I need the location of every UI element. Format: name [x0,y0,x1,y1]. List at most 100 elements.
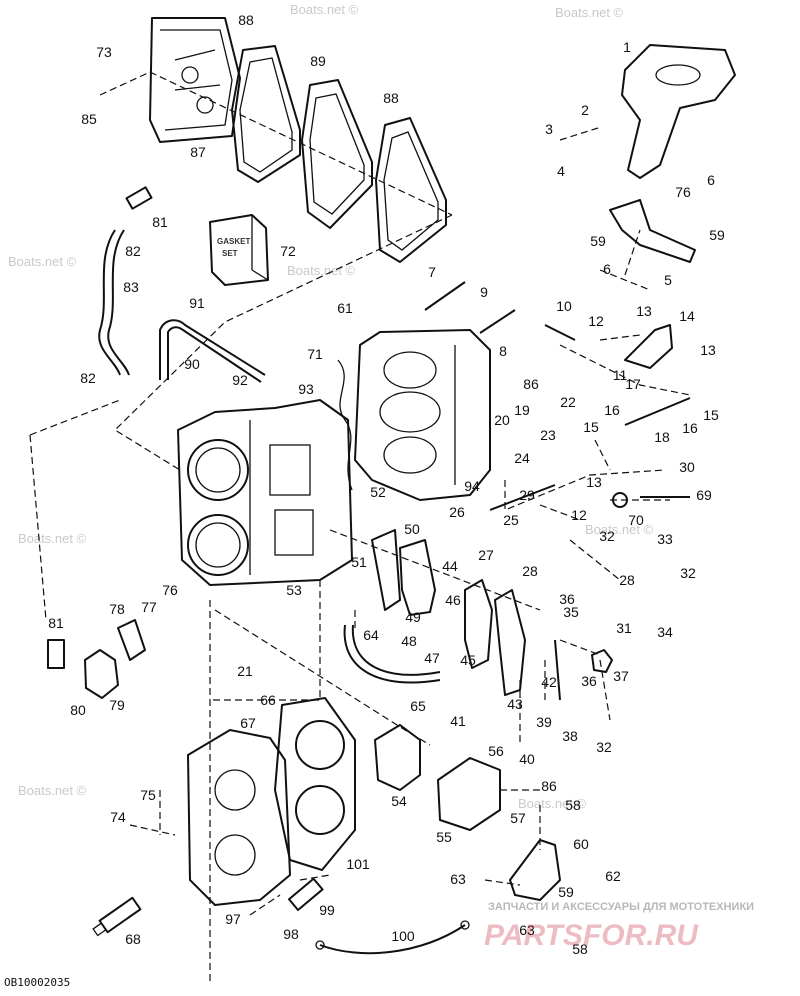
plate-44 [494,589,526,696]
plate-89 [301,79,373,229]
fitting-81-top [125,186,153,210]
callout-59: 59 [709,227,725,243]
gasket-set-box-72: GASKET SET [209,214,269,286]
bolt-10 [544,324,576,341]
callout-99: 99 [319,902,335,918]
callout-23: 23 [540,427,556,443]
exhaust-cover-87 [149,17,241,143]
callout-6: 6 [707,172,715,188]
callout-60: 60 [573,836,589,852]
callout-20: 20 [494,412,510,428]
callout-93: 93 [298,381,314,397]
cover-54 [374,724,421,791]
watermark-1: Boats.net © [290,2,359,17]
callout-75: 75 [140,787,156,803]
cylinder-block-53 [177,399,353,586]
callout-70: 70 [628,512,644,528]
bracket-60 [509,839,561,901]
callout-21: 21 [237,663,253,679]
callout-87: 87 [190,144,206,160]
callout-13: 13 [586,474,602,490]
watermark-2: Boats.net © [555,5,624,20]
thermo-switch-99 [288,877,324,912]
callout-77: 77 [141,599,157,615]
callout-3: 3 [545,121,553,137]
cover-55 [437,757,501,831]
callout-12: 12 [571,507,587,523]
callout-49: 49 [405,609,421,625]
callout-26: 26 [449,504,465,520]
callout-76: 76 [162,582,178,598]
callout-82: 82 [125,243,141,259]
callout-13: 13 [636,303,652,319]
hose-65 [343,624,441,684]
callout-36: 36 [559,591,575,607]
callout-24: 24 [514,450,530,466]
callout-6: 6 [603,261,611,277]
callout-18: 18 [654,429,670,445]
callout-47: 47 [424,650,440,666]
callout-10: 10 [556,298,572,314]
callout-88: 88 [383,90,399,106]
callout-81: 81 [152,214,168,230]
bolt-8 [479,309,516,334]
arm-45 [464,579,493,669]
callout-53: 53 [286,582,302,598]
spark-plug-68 [92,896,142,937]
brand-watermark: ЗАПЧАСТИ И АКСЕССУАРЫ ДЛЯ МОТОТЕХНИКИ PA… [484,901,754,952]
callout-11: 11 [613,367,628,383]
callout-1: 1 [623,39,631,55]
shaft-42 [554,639,561,701]
callout-59: 59 [558,884,574,900]
callout-31: 31 [616,620,632,636]
gasket-88-right [375,117,447,263]
callout-27: 27 [478,547,494,563]
callout-13: 13 [700,342,716,358]
gasket-box-line-2: SET [222,249,238,258]
gasket-88-left [231,45,301,183]
lever-14 [624,324,673,369]
callout-81: 81 [48,615,64,631]
callout-28: 28 [619,572,635,588]
callout-33: 33 [657,531,673,547]
callout-86: 86 [523,376,539,392]
callout-86: 86 [541,778,557,794]
callout-9: 9 [480,284,488,300]
callout-32: 32 [599,528,615,544]
nut-37 [591,649,613,673]
callout-90: 90 [184,356,200,372]
callout-69: 69 [696,487,712,503]
callout-71: 71 [307,346,323,362]
watermark-5: Boats.net © [18,531,87,546]
callout-55: 55 [436,829,452,845]
callout-64: 64 [363,627,379,643]
callout-30: 30 [679,459,695,475]
bolt-7 [424,281,466,311]
callout-50: 50 [404,521,420,537]
callout-48: 48 [401,633,417,649]
hose-91 [159,319,266,380]
callout-40: 40 [519,751,535,767]
callout-4: 4 [557,163,565,179]
gasket-box-line-1: GASKET [217,237,250,246]
callout-52: 52 [370,484,386,500]
bracket-1 [621,44,736,179]
callout-68: 68 [125,931,141,947]
head-gasket-66 [274,697,356,871]
watermark-layer: Boats.net © Boats.net © Boats.net © Boat… [8,2,654,811]
callout-42: 42 [541,674,557,690]
callout-72: 72 [280,243,296,259]
callout-28: 28 [522,563,538,579]
callout-39: 39 [536,714,552,730]
callout-36: 36 [581,673,597,689]
rod-18 [624,397,691,426]
brand-tagline: ЗАПЧАСТИ И АКСЕССУАРЫ ДЛЯ МОТОТЕХНИКИ [488,901,754,913]
hose-83 [98,229,121,376]
cylinder-head-67 [187,729,291,906]
fitting-81-lower [47,639,65,669]
callout-89: 89 [310,53,326,69]
callout-16: 16 [604,402,620,418]
callout-74: 74 [110,809,126,825]
